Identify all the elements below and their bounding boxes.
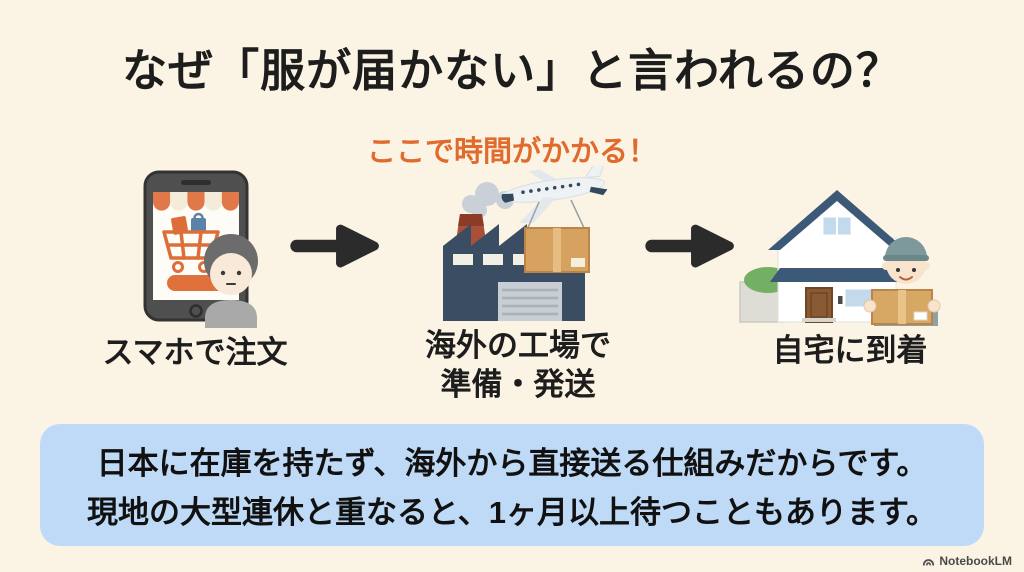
notebooklm-brand-text: NotebookLM [939,554,1012,568]
step-label-home-arrival: 自宅に到着 [772,333,928,368]
notebooklm-logo-icon [923,558,935,566]
smoke-icon [462,182,514,218]
right-arrow-icon [642,218,742,279]
page-title: なぜ「服が届かない」と言われるの？ [122,45,902,96]
step-label-smartphone-order: スマホで注文 [102,335,288,370]
step-overseas-factory: 海外の工場で 準備・発送 [398,166,638,405]
step-home-arrival: 自宅に到着 [735,166,965,371]
explanation-box: 日本に在庫を持たず、海外から直接送る仕組みだからです。 現地の大型連休と重なると… [40,424,984,546]
explanation-line-2: 現地の大型連休と重なると、1ヶ月以上待つこともあります。 [87,495,937,530]
parcel-box-icon [870,289,933,325]
step-label-overseas-factory: 海外の工場で 準備・発送 [425,328,611,402]
customer-person-icon [204,234,258,328]
home-delivery-illustration [738,190,940,326]
step-smartphone-order: スマホで注文 [75,168,315,373]
smartphone-order-illustration [143,170,258,328]
house-icon [767,190,906,323]
overseas-factory-airfreight-illustration [443,166,608,321]
shop-awning-icon [153,192,239,211]
explanation-line-1: 日本に在庫を持たず、海外から直接送る仕組みだからです。 [96,446,928,481]
delay-highlight-text: ここで時間がかかる！ [366,136,657,168]
right-arrow-icon [287,218,387,279]
cargo-box-icon [524,199,590,273]
cargo-airplane-icon [500,166,608,224]
delivery-person-icon [863,237,940,326]
notebooklm-watermark: NotebookLM [922,554,1012,568]
